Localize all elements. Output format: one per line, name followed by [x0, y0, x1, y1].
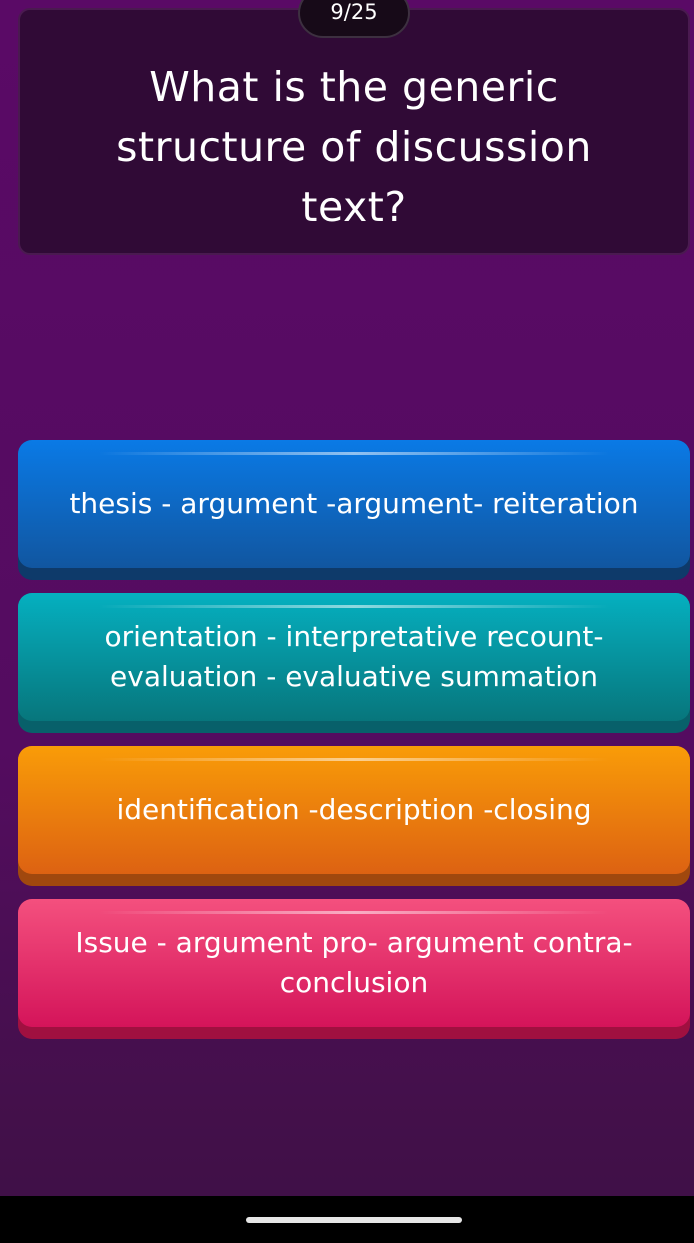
home-indicator[interactable] — [246, 1217, 462, 1223]
answer-option-label: thesis - argument -argument- reiteration — [18, 440, 690, 568]
question-text: What is the generic structure of discuss… — [116, 62, 592, 231]
system-nav-bar — [0, 1196, 694, 1243]
answer-option-4[interactable]: Issue - argument pro- argument contra- c… — [18, 899, 690, 1039]
answer-option-label: orientation - interpretative recount- ev… — [18, 593, 690, 721]
answer-option-label: Issue - argument pro- argument contra- c… — [18, 899, 690, 1027]
answer-option-label: identification -description -closing — [18, 746, 690, 874]
question-card: What is the generic structure of discuss… — [18, 8, 690, 255]
question-counter: 9/25 — [298, 0, 410, 38]
answer-option-2[interactable]: orientation - interpretative recount- ev… — [18, 593, 690, 733]
answer-option-1[interactable]: thesis - argument -argument- reiteration — [18, 440, 690, 580]
answer-option-3[interactable]: identification -description -closing — [18, 746, 690, 886]
